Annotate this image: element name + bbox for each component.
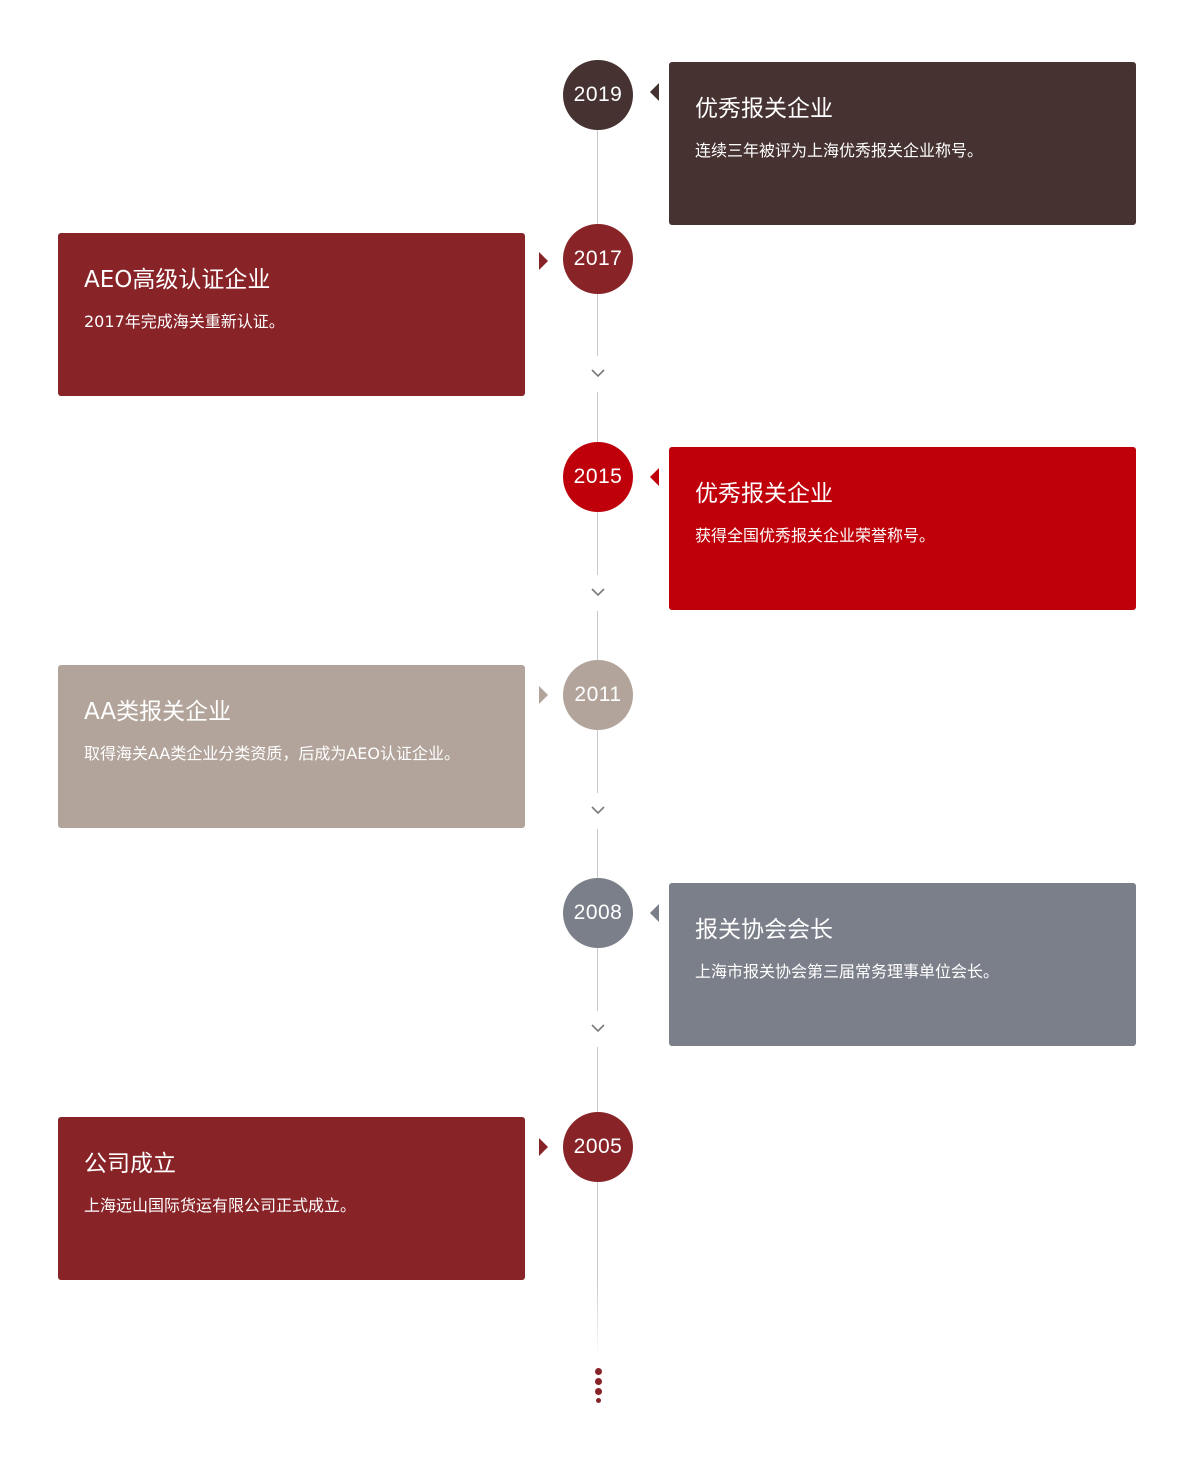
timeline-line	[597, 1182, 598, 1280]
card-description: 上海市报关协会第三届常务理事单位会长。	[695, 962, 1000, 981]
card-description: 取得海关AA类企业分类资质，后成为AEO认证企业。	[84, 744, 460, 763]
card-title: 公司成立	[84, 1151, 176, 1177]
timeline-card: AA类报关企业 取得海关AA类企业分类资质，后成为AEO认证企业。	[58, 665, 525, 828]
card-pointer	[650, 904, 659, 922]
card-pointer	[539, 686, 548, 704]
year-badge[interactable]: 2008	[563, 878, 633, 948]
card-pointer	[650, 83, 659, 101]
timeline-line	[597, 512, 598, 575]
timeline-card: AEO高级认证企业 2017年完成海关重新认证。	[58, 233, 525, 396]
more-dots-icon[interactable]	[592, 1368, 604, 1406]
card-title: 报关协会会长	[695, 917, 833, 943]
timeline-line	[597, 730, 598, 793]
year-badge[interactable]: 2015	[563, 442, 633, 512]
timeline-line-fade	[597, 1280, 598, 1360]
card-title: AA类报关企业	[84, 699, 232, 725]
card-pointer	[539, 252, 548, 270]
timeline-line	[597, 829, 598, 878]
card-pointer	[539, 1138, 548, 1156]
card-description: 获得全国优秀报关企业荣誉称号。	[695, 526, 936, 545]
timeline-line	[597, 948, 598, 1011]
chevron-down-icon[interactable]	[589, 586, 607, 598]
card-description: 2017年完成海关重新认证。	[84, 312, 285, 331]
card-title: 优秀报关企业	[695, 96, 833, 122]
chevron-down-icon[interactable]	[589, 1022, 607, 1034]
timeline-card: 优秀报关企业 连续三年被评为上海优秀报关企业称号。	[669, 62, 1136, 225]
timeline-card: 优秀报关企业 获得全国优秀报关企业荣誉称号。	[669, 447, 1136, 610]
card-pointer	[650, 468, 659, 486]
card-title: AEO高级认证企业	[84, 267, 271, 293]
year-badge[interactable]: 2011	[563, 660, 633, 730]
timeline-line	[597, 293, 598, 356]
card-title: 优秀报关企业	[695, 481, 833, 507]
card-description: 连续三年被评为上海优秀报关企业称号。	[695, 141, 984, 160]
timeline-line	[597, 392, 598, 442]
timeline-line	[597, 1047, 598, 1112]
timeline-card: 报关协会会长 上海市报关协会第三届常务理事单位会长。	[669, 883, 1136, 1046]
chevron-down-icon[interactable]	[589, 367, 607, 379]
timeline-line	[597, 611, 598, 661]
timeline-card: 公司成立 上海远山国际货运有限公司正式成立。	[58, 1117, 525, 1280]
card-description: 上海远山国际货运有限公司正式成立。	[84, 1196, 357, 1215]
chevron-down-icon[interactable]	[589, 804, 607, 816]
year-badge[interactable]: 2017	[563, 224, 633, 294]
year-badge[interactable]: 2019	[563, 60, 633, 130]
year-badge[interactable]: 2005	[563, 1112, 633, 1182]
timeline-line	[597, 130, 598, 225]
